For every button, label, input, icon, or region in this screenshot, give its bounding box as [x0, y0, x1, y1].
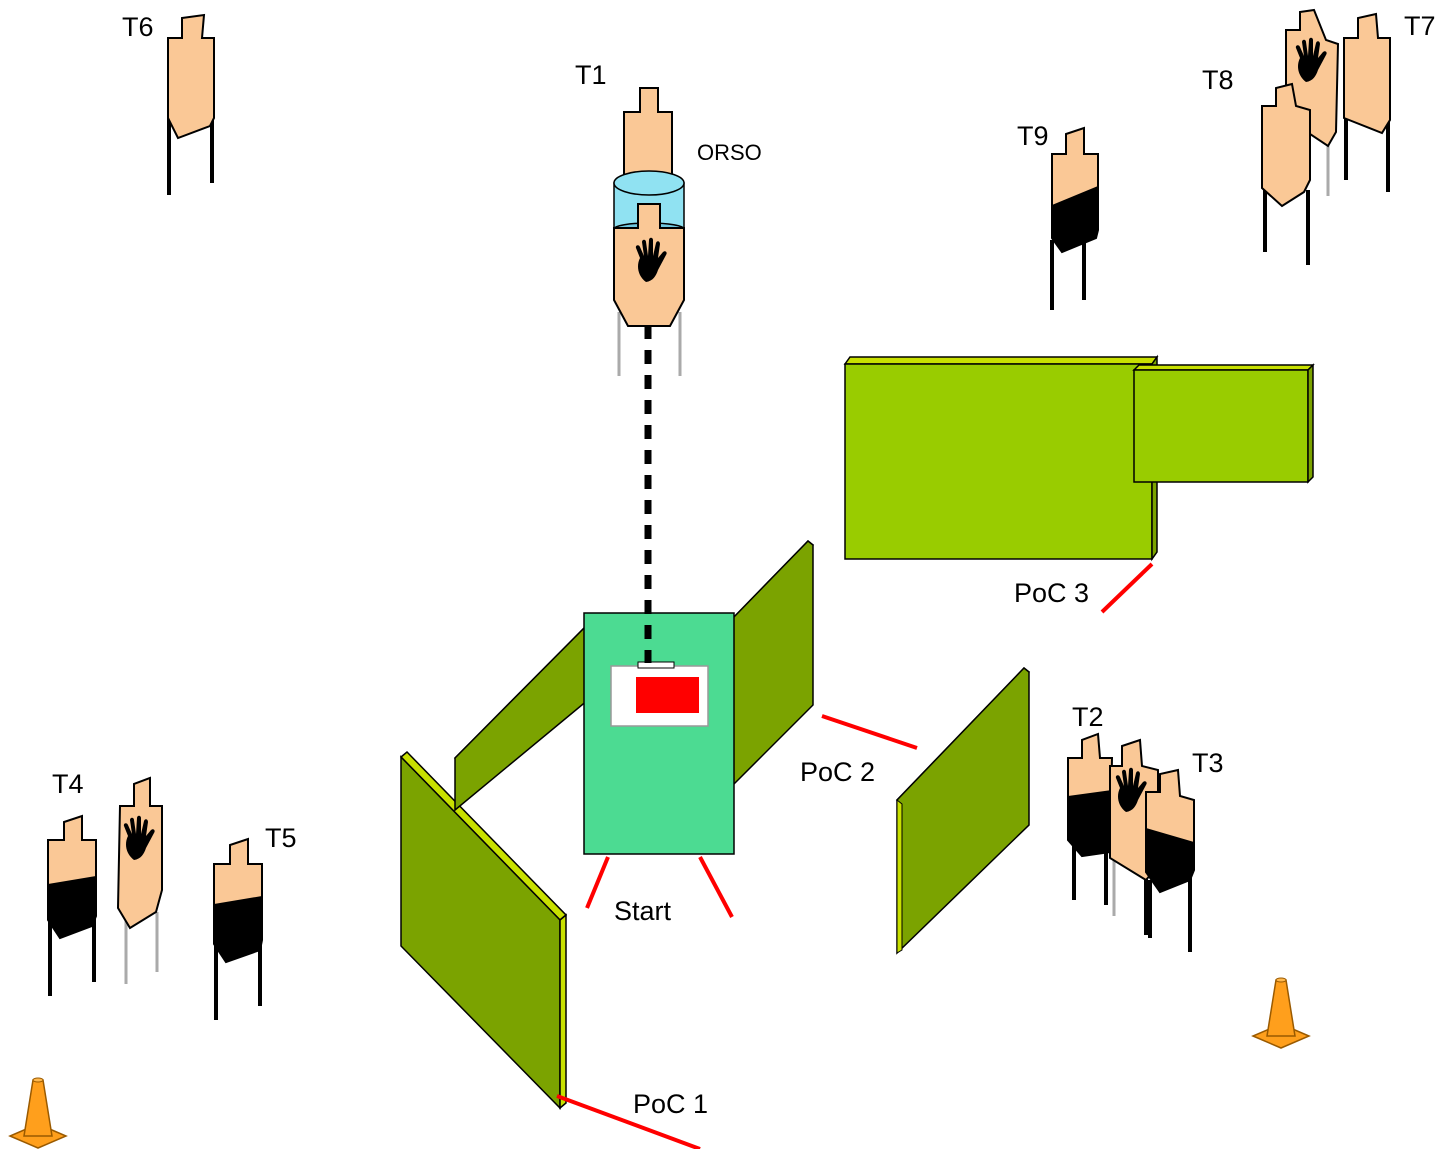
- label-t7: T7: [1404, 11, 1436, 41]
- target-t7: [1343, 12, 1391, 192]
- target-t2: [1067, 732, 1114, 905]
- fault-lines: [556, 562, 1154, 1149]
- traffic-cone-icon: [9, 1077, 67, 1149]
- target-t9: [1050, 126, 1099, 310]
- label-poc3: PoC 3: [1014, 578, 1089, 608]
- wall-poc2: [895, 666, 1031, 955]
- barricade-poc3: [843, 354, 1315, 562]
- wall-left-front: [399, 750, 568, 1110]
- poc3-line: [1100, 562, 1154, 614]
- target-t5: [213, 837, 263, 1020]
- label-t8: T8: [1202, 65, 1234, 95]
- start-box: [583, 612, 735, 855]
- target-t4: [47, 814, 97, 996]
- target-t8: [1261, 82, 1311, 265]
- poc1-line: [556, 1094, 701, 1149]
- wall-left-back: [453, 616, 601, 812]
- poc2-line: [821, 714, 918, 750]
- target-t1-orso: [623, 87, 673, 183]
- target-t1-noshoot: [613, 203, 685, 376]
- start-line-left: [585, 856, 610, 909]
- label-t1: T1: [575, 60, 607, 90]
- label-start: Start: [614, 896, 672, 926]
- label-orso: ORSO: [697, 140, 762, 165]
- traffic-cone-icon: [1252, 977, 1310, 1049]
- start-line-right: [698, 856, 734, 918]
- wall-right-back: [731, 539, 815, 787]
- label-t3: T3: [1192, 748, 1224, 778]
- start-button: [636, 677, 699, 713]
- label-t4: T4: [52, 769, 84, 799]
- label-t9: T9: [1017, 121, 1049, 151]
- target-t4-noshoot: [116, 776, 163, 984]
- label-poc1: PoC 1: [633, 1089, 708, 1119]
- target-t6: [167, 13, 215, 195]
- label-t5: T5: [265, 823, 297, 853]
- target-t3: [1145, 768, 1195, 952]
- label-t6: T6: [122, 12, 154, 42]
- label-poc2: PoC 2: [800, 757, 875, 787]
- label-t2: T2: [1072, 702, 1104, 732]
